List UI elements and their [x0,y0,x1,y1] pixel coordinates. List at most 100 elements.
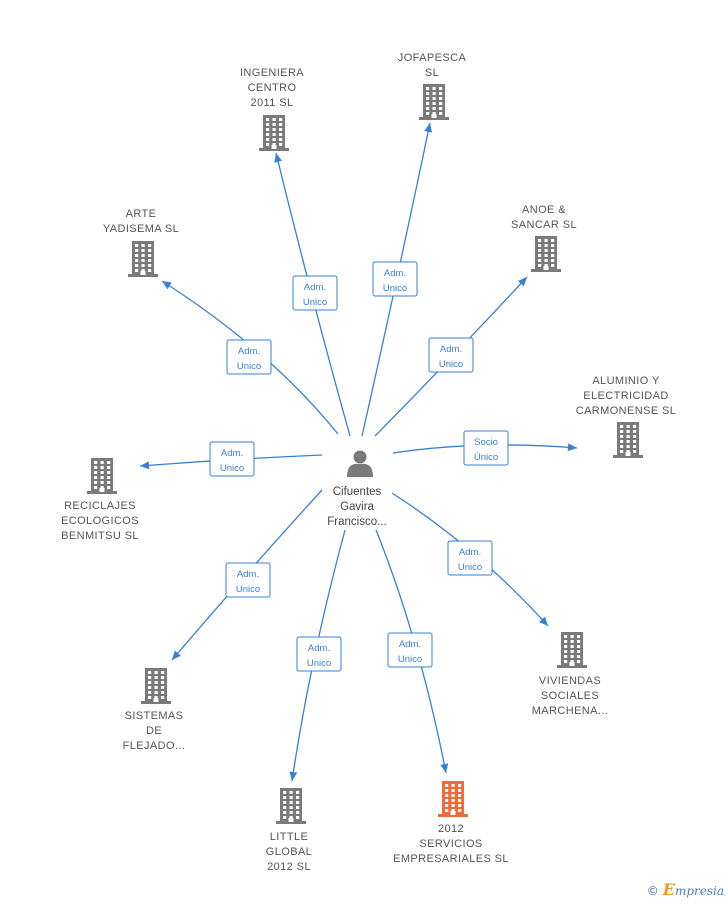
company-name-line: SERVICIOS [419,838,482,850]
role-badge-servicios[interactable]: Adm. Unico [387,632,433,668]
building-icon [419,84,449,120]
company-name-line: ALUMINIO Y [592,375,660,387]
role-label-line: Unico [439,359,463,370]
copyright-symbol: © [646,884,659,898]
roles-layer: Adm.UnicoAdm.UnicoAdm.UnicoAdm.UnicoSoci… [209,261,509,672]
edge-little-arrowhead [289,771,298,781]
role-badge-box [292,275,338,311]
edge-anoe-arrowhead [517,277,527,287]
role-badge-ingeniera[interactable]: Adm. Unico [292,275,338,311]
company-node-little[interactable]: LITTLE GLOBAL 2012 SL [266,788,312,873]
company-name-line: BENMITSU SL [61,530,139,542]
role-label-line: Socio [474,437,498,448]
company-name-line: RECICLAJES [64,500,136,512]
building-icon [259,115,289,151]
building-icon [87,458,117,494]
company-name-line: DE [146,725,162,737]
company-name-line: ARTE [126,208,157,220]
role-label-line: Adm. [304,282,326,293]
role-badge-box [226,339,272,375]
role-badge-sistemas[interactable]: Adm. Unico [225,562,271,598]
role-label-line: Adm. [459,547,481,558]
role-badge-arte[interactable]: Adm.Unico [226,339,272,375]
company-node-arte[interactable]: ARTE YADISEMA SL [103,208,179,277]
edge-sistemas-arrowhead [172,650,181,660]
company-name-line: INGENIERA [240,67,304,79]
person-name-line-1: Cifuentes [333,486,382,498]
building-icon [613,422,643,458]
building-icon [438,781,468,817]
company-name-line: YADISEMA SL [103,223,179,235]
role-badge-box [225,562,271,598]
company-name-line: ELECTRICIDAD [583,390,668,402]
company-node-viviendas[interactable]: VIVIENDAS SOCIALES MARCHENA... [532,632,609,717]
company-name-line: 2011 SL [251,97,294,109]
role-label-line: Adm. [308,643,330,654]
role-label-line: Unico [458,562,482,573]
company-name-line: GLOBAL [266,846,312,858]
brand-name: mpresia [674,884,724,898]
company-name-line: SISTEMAS [125,710,184,722]
company-node-reciclajes[interactable]: RECICLAJES ECOLOGICOS BENMITSU SL [61,458,139,542]
brand-watermark: ©Empresia [647,880,724,899]
company-name-line: FLEJADO... [123,740,186,752]
role-label-line: Adm. [237,569,259,580]
center-person[interactable]: Cifuentes Gavira Francisco... [327,450,387,529]
company-name-line: JOFAPESCA [398,52,467,64]
role-label-line: Unico [236,584,260,595]
company-name-line: ANOE & [522,204,566,216]
role-badge-box [387,632,433,668]
person-icon [347,450,373,477]
edge-servicios-arrowhead [440,763,449,773]
role-badge-box [447,540,493,576]
building-icon [141,668,171,704]
role-badge-box [296,636,342,672]
company-name-line: SOCIALES [541,690,599,702]
company-name-line: 2012 SL [267,861,311,873]
role-label-line: Adm. [384,268,406,279]
role-badge-reciclajes[interactable]: Adm. Unico [209,441,255,477]
company-name-line: MARCHENA... [532,705,609,717]
company-name-line: VIVIENDAS [539,675,601,687]
company-name-line: SANCAR SL [511,219,577,231]
edge-reciclajes-arrowhead [140,461,150,470]
company-name-line: ECOLOGICOS [61,515,139,527]
edge-jofapesca-arrowhead [424,123,433,133]
role-badge-box [463,430,509,466]
role-badge-box [428,337,474,373]
edge-arte-arrowhead [162,281,172,290]
role-badge-jofapesca[interactable]: Adm. Unico [372,261,418,297]
role-label-line: Adm. [238,346,260,357]
role-badge-box [209,441,255,477]
company-node-sistemas[interactable]: SISTEMAS DE FLEJADO... [123,668,186,752]
company-name-line: LITTLE [270,831,308,843]
person-name-line-2: Gavira [340,501,374,513]
company-node-aluminio[interactable]: ALUMINIO Y ELECTRICIDAD CARMONENSE SL [576,375,677,458]
role-badge-anoe[interactable]: Adm. Unico [428,337,474,373]
role-label-line: Adm. [399,639,421,650]
role-label-line: Unico [383,283,407,294]
role-badge-viviendas[interactable]: Adm. Unico [447,540,493,576]
role-badge-little[interactable]: Adm. Unico [296,636,342,672]
edge-aluminio-arrowhead [567,443,577,452]
role-label-line: Unico [398,654,422,665]
brand-initial: E [662,880,675,899]
person-name-line-3: Francisco... [327,516,386,528]
company-node-anoe[interactable]: ANOE & SANCAR SL [511,204,577,272]
building-icon [128,241,158,277]
role-label-line: Unico [303,297,327,308]
building-icon [557,632,587,668]
role-label-line: Adm. [440,344,462,355]
building-icon [531,236,561,272]
company-name-line: CARMONENSE SL [576,405,677,417]
role-label-line: Adm. [221,448,243,459]
role-label-line: Unico [307,658,331,669]
role-label-line: Unico [220,463,244,474]
role-label-line: Único [474,452,498,463]
